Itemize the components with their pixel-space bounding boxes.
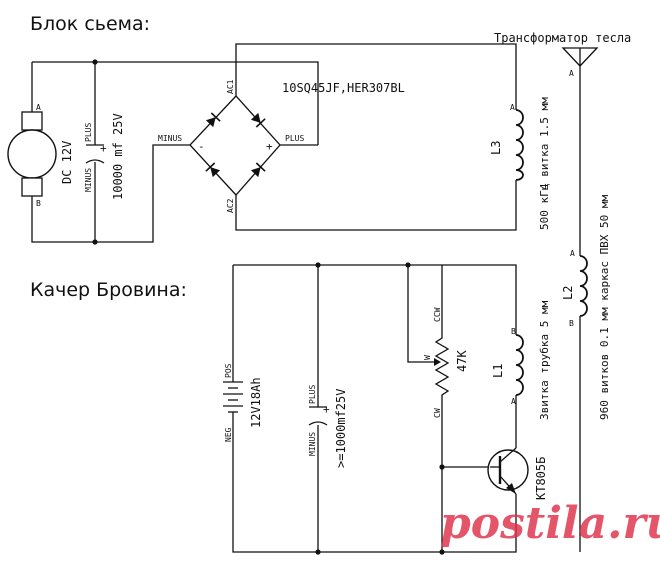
watermark-logo: postila.ru bbox=[440, 498, 660, 549]
kacher-capacitor: + PLUS MINUS >=1000mf25V bbox=[308, 385, 348, 468]
l3-desc-1: 4 витка 1.5 мм bbox=[538, 97, 551, 190]
l3-name: L3 bbox=[489, 141, 503, 155]
junction-dot bbox=[315, 262, 321, 268]
motor-label: DC 12V bbox=[60, 141, 74, 184]
coil-l2: A B L2 960 витков 0.1 мм каркас ПВХ 50 м… bbox=[561, 194, 611, 552]
battery: POS NEG 12V18Ah bbox=[223, 363, 263, 442]
cap-plus-sign: + bbox=[100, 142, 107, 155]
tesla-antenna: Трансформатор тесла A bbox=[494, 31, 631, 256]
pot-cw: CW bbox=[433, 408, 442, 418]
pot-value: 47K bbox=[455, 350, 469, 372]
kacher-wires bbox=[232, 264, 517, 553]
transistor-name: КТ805Б bbox=[534, 457, 548, 500]
bridge-plus-sign: + bbox=[266, 140, 273, 153]
battery-value: 12V18Ah bbox=[249, 377, 263, 428]
battery-neg: NEG bbox=[224, 427, 233, 442]
cap-minus-label: MINUS bbox=[84, 168, 93, 192]
dc-motor: A B DC 12V bbox=[7, 103, 74, 208]
bridge-minus-sign: - bbox=[198, 140, 205, 153]
kcap-plus-sign: + bbox=[323, 403, 330, 416]
coil-l1: B A L1 3витка трубка 5 мм bbox=[491, 300, 551, 420]
junction-dot bbox=[405, 262, 411, 268]
tesla-pin-a: A bbox=[569, 69, 574, 78]
motor-pin-b: B bbox=[36, 199, 41, 208]
tesla-label: Трансформатор тесла bbox=[494, 31, 631, 45]
diode-bridge: AC1 AC2 MINUS PLUS - + 10SQ45JF,HER307BL bbox=[158, 79, 405, 213]
pickup-capacitor: + PLUS MINUS 10000 mf 25V bbox=[84, 113, 125, 200]
cap-value: 10000 mf 25V bbox=[111, 113, 125, 200]
l1-pin-b: B bbox=[511, 327, 516, 336]
l1-desc: 3витка трубка 5 мм bbox=[538, 300, 551, 420]
coil-l3: A L3 4 витка 1.5 мм 500 кГц bbox=[489, 97, 551, 230]
l2-name: L2 bbox=[561, 286, 575, 300]
title-kacher: Качер Бровина: bbox=[30, 279, 187, 301]
l3-desc-2: 500 кГц bbox=[538, 184, 551, 230]
l2-pin-a: A bbox=[570, 249, 575, 258]
title-pickup-block: Блок сьема: bbox=[30, 13, 150, 35]
cap-plus-label: PLUS bbox=[84, 123, 93, 142]
bridge-minus-label: MINUS bbox=[158, 134, 182, 143]
junction-dot bbox=[439, 464, 445, 470]
l2-pin-b: B bbox=[569, 319, 574, 328]
junction-dot bbox=[92, 239, 98, 245]
transistor: КТ805Б bbox=[487, 447, 548, 500]
kcap-value: >=1000mf25V bbox=[334, 389, 348, 468]
potentiometer: CCW CW W 47K bbox=[423, 307, 469, 418]
bridge-label: 10SQ45JF,HER307BL bbox=[282, 81, 405, 95]
junction-dot bbox=[315, 549, 321, 555]
motor-pin-a: A bbox=[36, 103, 41, 112]
pot-wiper: W bbox=[423, 355, 432, 360]
kcap-minus-label: MINUS bbox=[308, 432, 317, 456]
battery-pos: POS bbox=[224, 363, 233, 378]
l2-desc: 960 витков 0.1 мм каркас ПВХ 50 мм bbox=[598, 194, 611, 420]
junction-dot bbox=[439, 549, 445, 555]
pot-ccw: CCW bbox=[433, 307, 442, 322]
l3-pin-b: A bbox=[510, 103, 515, 112]
l1-name: L1 bbox=[491, 364, 505, 378]
junction-dot bbox=[92, 59, 98, 65]
kcap-plus-label: PLUS bbox=[308, 385, 317, 404]
pickup-wires bbox=[31, 43, 517, 243]
bridge-plus-label: PLUS bbox=[285, 134, 304, 143]
l1-pin-a: A bbox=[511, 397, 516, 406]
bridge-ac1: AC1 bbox=[226, 79, 235, 94]
bridge-ac2: AC2 bbox=[226, 198, 235, 213]
